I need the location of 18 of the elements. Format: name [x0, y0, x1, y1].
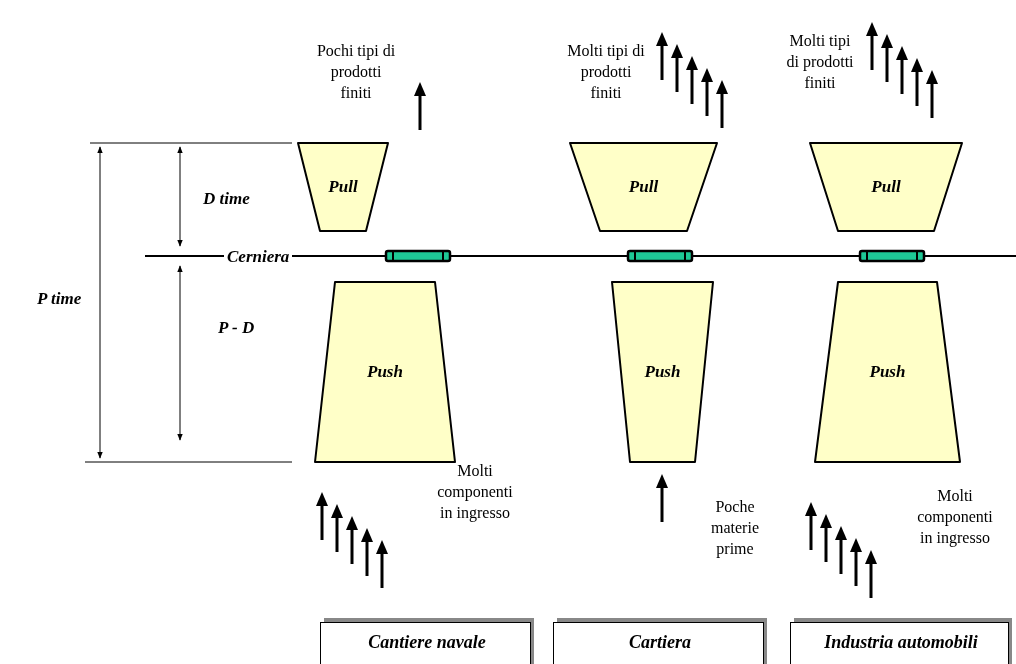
annotation-text: Molti componenti in ingresso: [436, 461, 514, 523]
annotation-text: Poche materie prime: [710, 497, 760, 559]
annotation-text: Pochi tipi di prodotti finiti: [315, 41, 397, 103]
node-label: Push: [868, 362, 907, 382]
trapezoid-shape: [298, 142, 388, 232]
node-label: Pull: [627, 177, 660, 197]
trapezoid-shape: [315, 281, 455, 463]
annotation-text: Molti componenti in ingresso: [916, 486, 994, 548]
node-label: Push: [366, 362, 404, 382]
trapezoid-shape: [570, 142, 717, 232]
trapezoid-shape: [612, 281, 713, 463]
trapezoid-shape: [810, 142, 962, 232]
node-label: Pull: [327, 177, 359, 197]
node-label: Pull: [870, 177, 902, 197]
annotation-text: Molti tipi di prodotti finiti: [566, 41, 646, 103]
annotation-text: Molti tipi di prodotti finiti: [785, 31, 855, 93]
node-label: Push: [643, 362, 682, 382]
trapezoid-shape: [815, 281, 960, 463]
